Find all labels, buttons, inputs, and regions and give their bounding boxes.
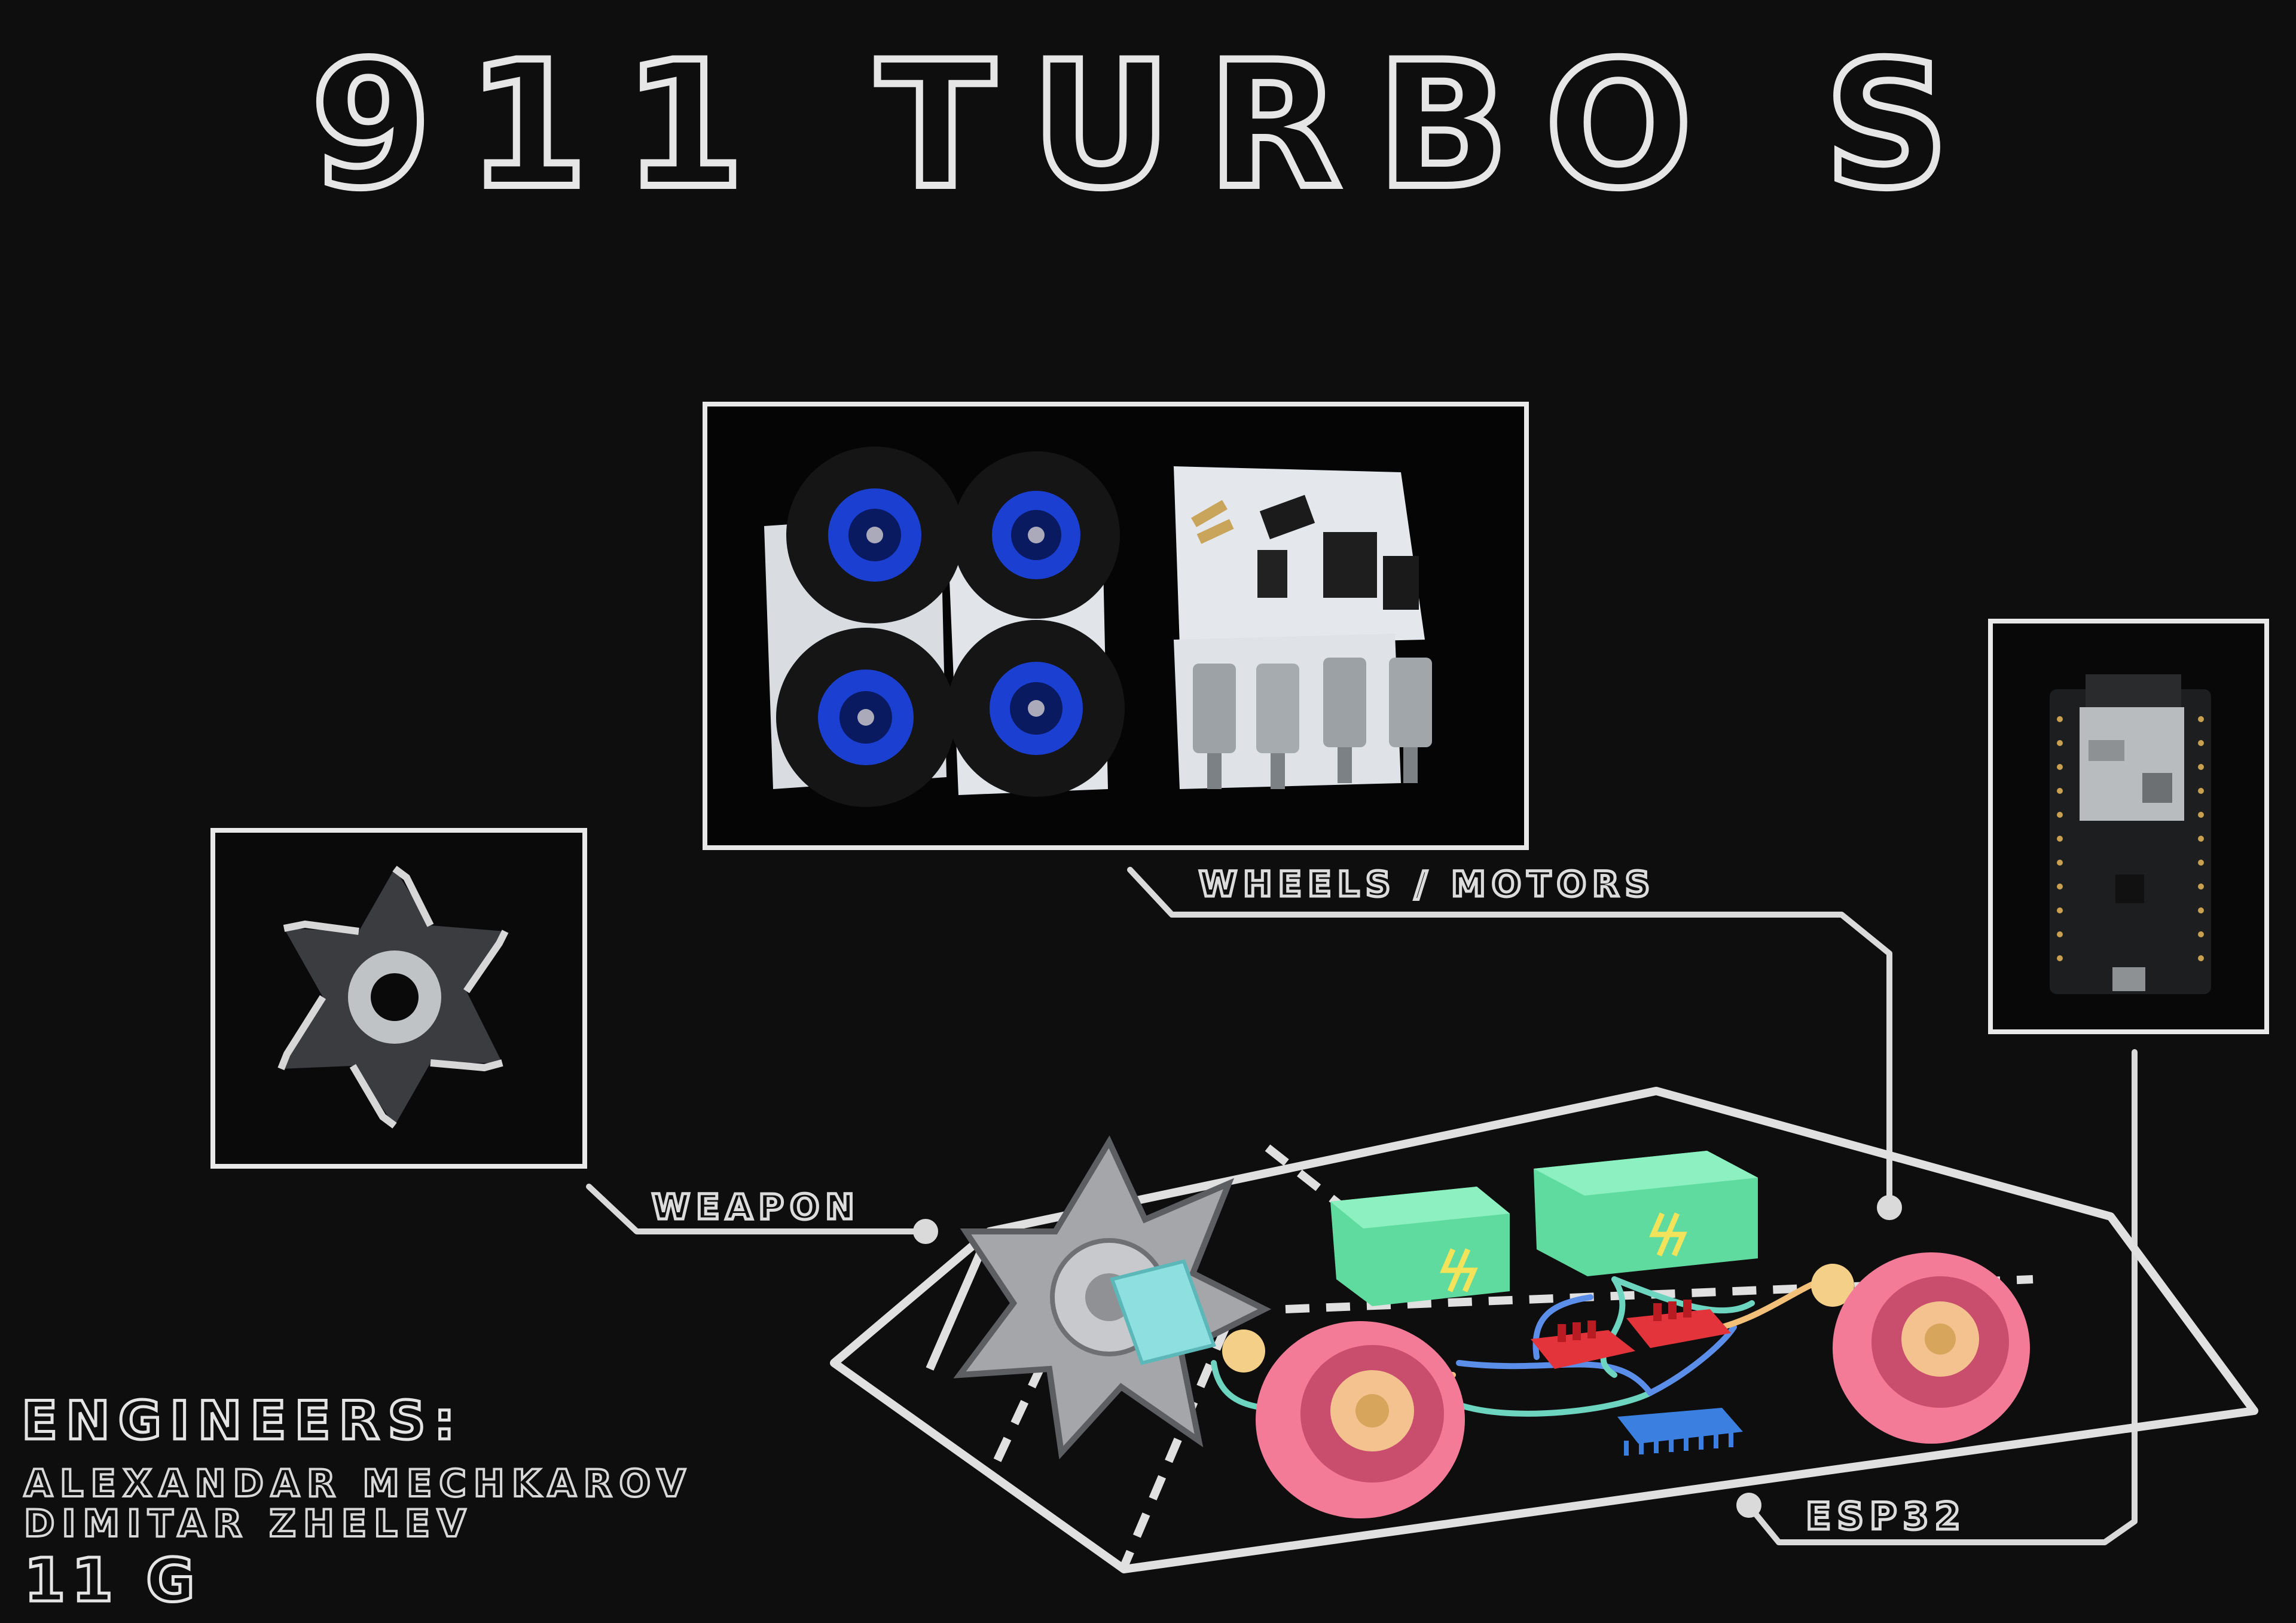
drive-motor-icon <box>1110 1259 1854 1373</box>
wheel-icon <box>1256 1252 2030 1518</box>
wheels-motors-photo <box>703 402 1529 850</box>
weapon-blade-icon <box>953 1135 1272 1460</box>
label-wheels-motors: WHEELS / MOTORS <box>1197 863 1656 906</box>
engineer-name-1: ALEXANDAR MECHKAROV <box>23 1460 693 1506</box>
class-label: 11 G <box>22 1544 201 1617</box>
engineers-heading: ENGINEERS: <box>20 1389 463 1453</box>
esp32-chip-icon <box>1617 1408 1743 1456</box>
label-weapon: WEAPON <box>651 1185 860 1229</box>
bracket-icon <box>1191 494 1419 610</box>
motor-driver-icon <box>1531 1300 1731 1369</box>
tire-icon <box>776 447 1125 807</box>
engineer-name-2: DIMITAR ZHELEV <box>23 1500 474 1546</box>
poster-title: 911 TURBO S <box>307 24 1985 221</box>
esp32-photo <box>1988 619 2269 1034</box>
weapon-photo <box>210 828 587 1169</box>
motor-icon <box>1193 658 1432 789</box>
poster-title-text: 911 TURBO S <box>311 25 1985 221</box>
wheel-kit-photo <box>707 406 1524 845</box>
battery-icon <box>1330 1151 1758 1306</box>
esp32-board-photo <box>1993 623 2264 1029</box>
label-esp32: ESP32 <box>1805 1493 1967 1540</box>
blade-photo <box>215 833 582 1164</box>
